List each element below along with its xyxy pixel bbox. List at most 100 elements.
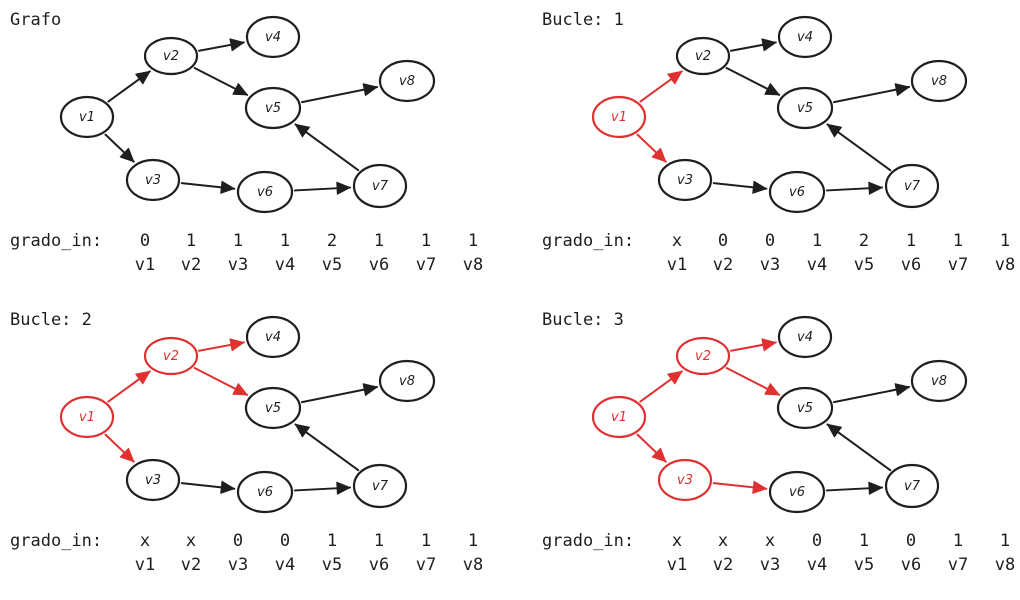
node-label: v5 xyxy=(265,401,281,416)
node-label: v8 xyxy=(399,374,415,389)
node-v8: v8 xyxy=(910,59,968,103)
vertex-label: v5 xyxy=(853,555,875,575)
grado-in-value: 0 xyxy=(764,231,776,251)
node-label: v4 xyxy=(265,330,281,345)
grado-in-value: 1 xyxy=(279,231,291,251)
node-v5: v5 xyxy=(244,86,302,130)
grado-in-value: 1 xyxy=(373,531,385,551)
edge-v5-v8 xyxy=(832,383,911,404)
node-v8: v8 xyxy=(910,359,968,403)
node-label: v7 xyxy=(372,179,389,194)
edge-v2-v4 xyxy=(730,38,777,52)
edge-v2-v4 xyxy=(198,338,245,352)
vertex-label: v8 xyxy=(994,555,1016,575)
grado-in-value: 1 xyxy=(811,231,823,251)
node-label: v3 xyxy=(677,473,693,488)
edge-v7-v5 xyxy=(294,123,360,172)
edge-v2-v5 xyxy=(193,367,249,396)
node-v7: v7 xyxy=(352,163,408,209)
node-label: v2 xyxy=(163,349,179,364)
grado-in-value: x xyxy=(185,531,197,551)
edge-v7-v5 xyxy=(294,423,360,472)
vertex-label: v7 xyxy=(947,255,969,275)
node-v1: v1 xyxy=(59,395,115,439)
node-v4: v4 xyxy=(777,15,833,59)
node-v2: v2 xyxy=(143,36,199,76)
grado-in-label: grado_in: xyxy=(542,231,635,251)
edge-v5-v8 xyxy=(832,83,911,104)
edge-v5-v8 xyxy=(300,83,379,104)
vertex-label: v6 xyxy=(368,555,390,575)
edge-v1-v2 xyxy=(107,70,151,103)
grado-in-value: 2 xyxy=(326,231,338,251)
grado-in-value: 1 xyxy=(467,531,479,551)
edge-v7-v5 xyxy=(826,123,892,172)
vertex-label: v5 xyxy=(853,255,875,275)
node-v4: v4 xyxy=(245,315,301,359)
grado-in-value: x xyxy=(671,231,683,251)
node-label: v5 xyxy=(265,101,281,116)
node-label: v4 xyxy=(797,30,813,45)
vertex-label: v1 xyxy=(666,255,688,275)
vertex-label: v4 xyxy=(806,555,828,575)
grado-in-value: 1 xyxy=(420,531,432,551)
node-label: v1 xyxy=(79,110,95,125)
node-label: v4 xyxy=(265,30,281,45)
grado-in-value: 0 xyxy=(811,531,823,551)
grado-in-value: 1 xyxy=(999,531,1011,551)
node-label: v4 xyxy=(797,330,813,345)
grado-in-value: 1 xyxy=(952,531,964,551)
grado-in-value: x xyxy=(671,531,683,551)
node-v5: v5 xyxy=(776,386,834,430)
vertex-label: v7 xyxy=(415,555,437,575)
node-v2: v2 xyxy=(675,336,731,376)
edge-v2-v5 xyxy=(725,367,781,396)
panel-title: Bucle: 3 xyxy=(542,310,624,330)
node-v7: v7 xyxy=(884,163,940,209)
edge-v2-v4 xyxy=(198,38,245,52)
graph-diagram: v1 v2 v3 v4 v5 v6 v7 v8 xyxy=(59,15,436,214)
vertex-label: v2 xyxy=(712,255,734,275)
node-v6: v6 xyxy=(236,170,294,214)
vertex-label: v4 xyxy=(274,555,296,575)
edge-v3-v6 xyxy=(180,180,236,194)
edge-v3-v6 xyxy=(180,480,236,494)
node-v8: v8 xyxy=(378,59,436,103)
grado-in-value: x xyxy=(139,531,151,551)
edge-v1-v3 xyxy=(104,433,135,463)
node-v7: v7 xyxy=(352,463,408,509)
node-label: v7 xyxy=(372,479,389,494)
vertex-label: v2 xyxy=(180,555,202,575)
node-v1: v1 xyxy=(591,95,647,139)
grado-in-value: 1 xyxy=(858,531,870,551)
edge-v5-v8 xyxy=(300,383,379,404)
node-v5: v5 xyxy=(776,86,834,130)
panel-title: Bucle: 1 xyxy=(542,10,624,30)
node-v7: v7 xyxy=(884,463,940,509)
vertex-label: v3 xyxy=(227,555,249,575)
edge-v3-v6 xyxy=(712,480,768,494)
vertex-label: v5 xyxy=(321,555,343,575)
node-label: v1 xyxy=(611,110,627,125)
grado-in-value: 1 xyxy=(467,231,479,251)
vertex-label: v6 xyxy=(900,555,922,575)
node-label: v8 xyxy=(399,74,415,89)
node-v4: v4 xyxy=(245,15,301,59)
node-v6: v6 xyxy=(236,470,294,514)
node-label: v7 xyxy=(904,179,921,194)
grado-in-value: 1 xyxy=(420,231,432,251)
vertex-label: v5 xyxy=(321,255,343,275)
node-v4: v4 xyxy=(777,315,833,359)
node-v1: v1 xyxy=(591,395,647,439)
edge-v6-v7 xyxy=(293,481,352,495)
vertex-label: v1 xyxy=(666,555,688,575)
grado-in-label: grado_in: xyxy=(10,531,103,551)
node-label: v3 xyxy=(145,173,161,188)
grado-in-value: 1 xyxy=(952,231,964,251)
